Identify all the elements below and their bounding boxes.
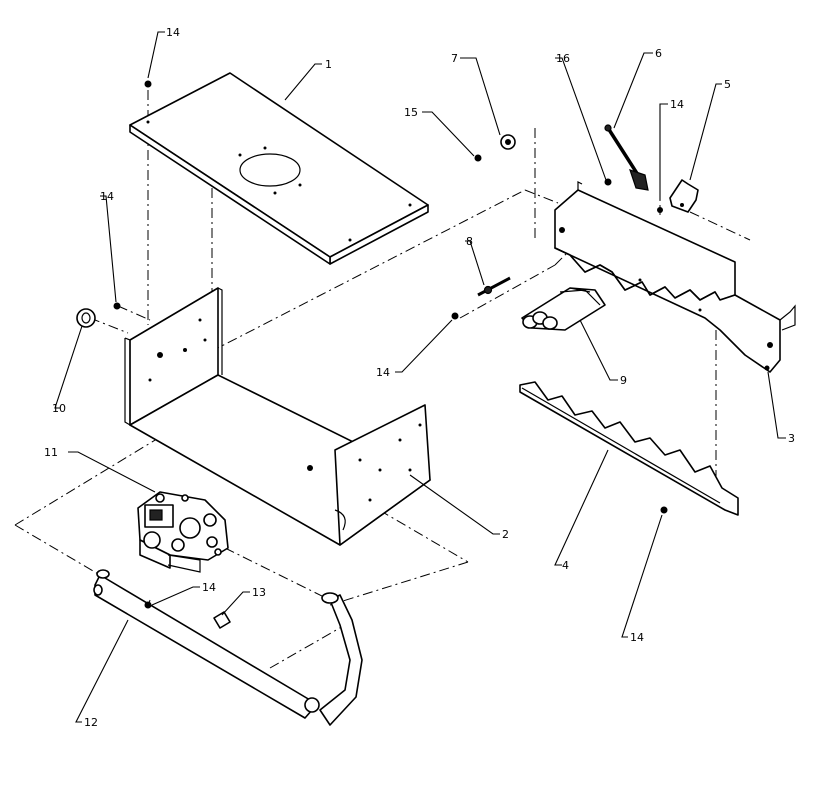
- callout-14-top: 14: [166, 26, 180, 39]
- callout-3: 3: [788, 432, 795, 445]
- callout-1: 1: [325, 58, 332, 71]
- callout-7: 7: [451, 52, 458, 65]
- callout-14-valve: 14: [202, 581, 216, 594]
- part-9-burner-tubes: [521, 287, 606, 331]
- callout-14-bottom: 14: [630, 631, 644, 644]
- callout-2: 2: [502, 528, 509, 541]
- part-10-grommet: [76, 308, 96, 328]
- callout-9: 9: [620, 374, 627, 387]
- callout-labels: 14 1 7 15 16 6 14 5 14 8 14 10 9 3 11 2 …: [44, 26, 795, 729]
- callout-13: 13: [252, 586, 266, 599]
- callout-6: 6: [655, 47, 662, 60]
- part-1-top-panel: [129, 72, 429, 265]
- leader-lines: [54, 31, 786, 723]
- callout-14-left: 14: [100, 190, 114, 203]
- part-12-manifold: [93, 569, 363, 726]
- part-6-igniter: [604, 124, 649, 191]
- callout-5: 5: [724, 78, 731, 91]
- part-4-flame-spreader: [519, 381, 739, 516]
- callout-16: 16: [556, 52, 570, 65]
- part-2-base-pan: [124, 287, 431, 546]
- part-7-fitting: [500, 134, 516, 150]
- part-13-orifice: [213, 611, 231, 629]
- part-5-bracket: [669, 179, 699, 213]
- callout-11: 11: [44, 446, 58, 459]
- part-3-burner-bracket: [554, 181, 796, 373]
- screws: [113, 80, 668, 609]
- callout-12: 12: [84, 716, 98, 729]
- callout-14-bracket: 14: [670, 98, 684, 111]
- callout-8: 8: [466, 235, 473, 248]
- part-11-gas-valve: [137, 491, 229, 573]
- callout-4: 4: [562, 559, 569, 572]
- callout-14-mid: 14: [376, 366, 390, 379]
- part-8-thermocouple: [477, 276, 511, 297]
- callout-10: 10: [52, 402, 66, 415]
- callout-15: 15: [404, 106, 418, 119]
